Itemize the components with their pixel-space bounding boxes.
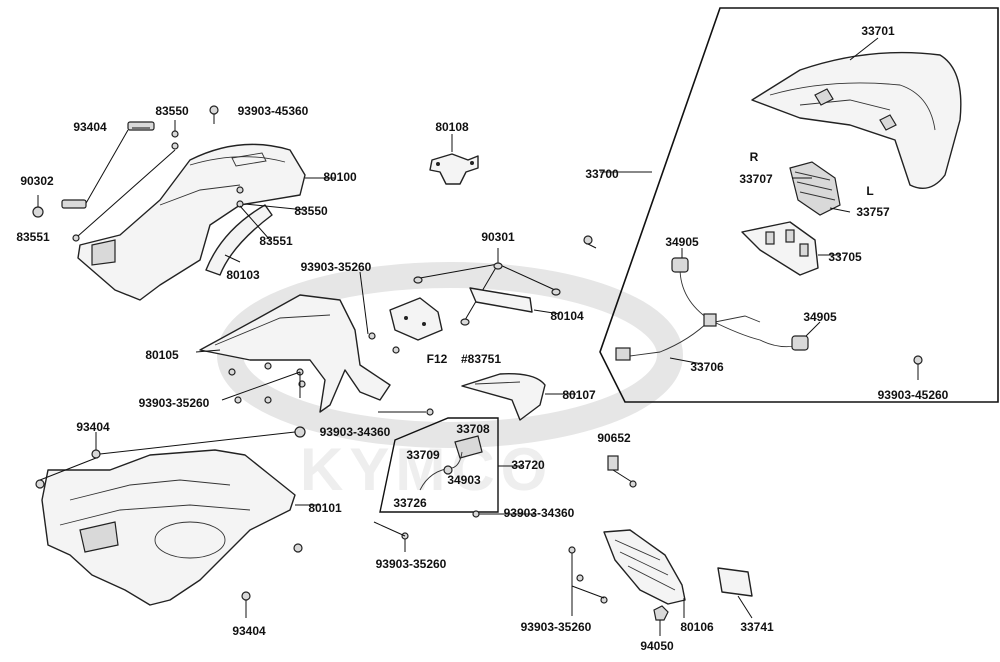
socket-assembly [741,221,840,276]
part-label-80103: 80103 [226,268,260,282]
wire-harness [615,248,821,365]
part-label-33707: 33707 [739,172,773,186]
part-label-93404a: 93404 [73,120,107,134]
part-label-80101: 80101 [308,501,342,515]
part-label-93903-45260: 93903-45260 [878,388,949,402]
part-label-33705: 33705 [828,250,862,264]
part-label-93903-45360: 93903-45360 [238,104,309,118]
inner-fender-80101 [41,449,320,606]
part-label-83551b: 83551 [259,234,293,248]
part-label-80108: 80108 [435,120,469,134]
label-33741 [717,567,753,619]
part-label-80106: 80106 [680,620,714,634]
part-label-93903-34360a: 93903-34360 [320,425,391,439]
part-label-94050: 94050 [640,639,674,653]
led-boards [789,161,851,216]
part-label-93903-34360b: 93903-34360 [504,506,575,520]
part-label-33757: 33757 [856,205,890,219]
part-label-34903: 34903 [447,473,481,487]
part-label-34905b: 34905 [803,310,837,324]
bracket-80104 [413,248,561,326]
part-label-33701: 33701 [861,24,895,38]
part-label-34905a: 34905 [665,235,699,249]
license-plate-bracket [359,271,443,354]
rear-cover-80105 [195,294,391,413]
screw-cluster [221,362,306,404]
part-label-33720: 33720 [511,458,545,472]
part-label-80105: 80105 [145,348,179,362]
screw-icon [583,235,597,249]
nut-94050 [653,605,669,636]
part-label-90302: 90302 [20,174,54,188]
part-label-33700: 33700 [585,167,619,181]
part-label-l: L [866,184,873,198]
clip-90652 [607,455,637,488]
part-label-93903-35260a: 93903-35260 [301,260,372,274]
lens-80107 [461,373,576,421]
part-label-83751: #83751 [461,352,501,366]
fender-fasteners [32,105,306,242]
license-light-box [379,417,522,513]
part-label-93404c: 93404 [232,624,266,638]
panel-80106 [603,529,686,618]
part-label-93903-35260c: 93903-35260 [376,557,447,571]
part-label-80107: 80107 [562,388,596,402]
taillight-group-frame [599,7,999,403]
part-label-93903-35260d: 93903-35260 [521,620,592,634]
part-label-33706: 33706 [690,360,724,374]
part-label-90652: 90652 [597,431,631,445]
part-label-80104: 80104 [550,309,584,323]
rear-fender [77,143,336,301]
bracket-80108 [429,134,479,185]
part-label-90301: 90301 [481,230,515,244]
part-label-33726: 33726 [393,496,427,510]
watermark-text: KYMCO [300,436,553,503]
part-label-83551a: 83551 [16,230,50,244]
part-label-33709: 33709 [406,448,440,462]
mud-flap [205,204,273,276]
screw-icon [472,510,535,518]
part-label-80100: 80100 [323,170,357,184]
part-label-33708: 33708 [456,422,490,436]
part-label-33741: 33741 [740,620,774,634]
part-label-r: R [750,150,759,164]
part-label-f12: F12 [427,352,448,366]
screw-icon [913,355,923,380]
part-label-83550b: 83550 [294,204,328,218]
part-label-83550a: 83550 [155,104,189,118]
part-label-93404b: 93404 [76,420,110,434]
screw-icon [378,408,434,416]
tail-light-housing [751,37,962,189]
part-label-93903-35260b: 93903-35260 [139,396,210,410]
panel-screws [568,546,608,616]
inner-fender-bolts [35,426,306,618]
screw-icon [373,521,409,552]
